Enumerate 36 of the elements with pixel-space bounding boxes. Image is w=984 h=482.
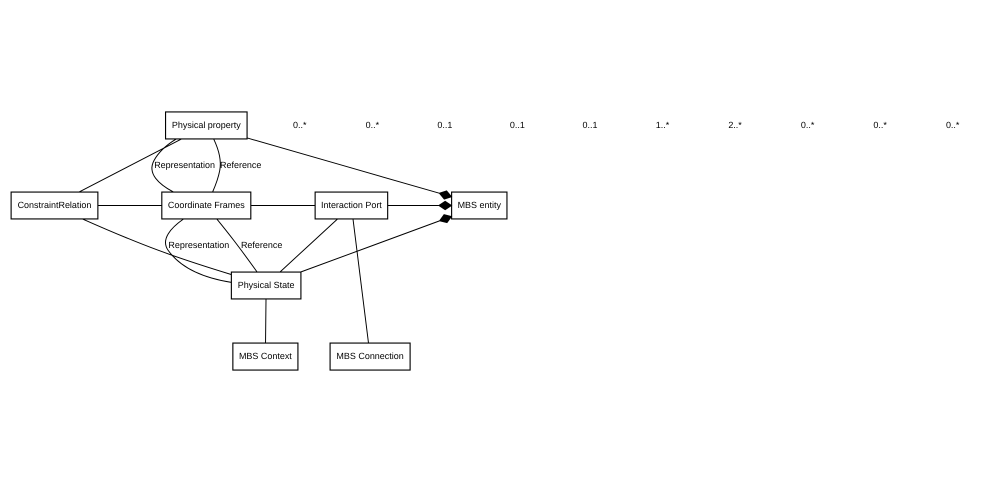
edge-label: Representation xyxy=(168,240,230,250)
label: 0..* xyxy=(800,120,814,130)
node-box: Coordinate Frames xyxy=(161,191,252,220)
edge-label: Reference xyxy=(240,240,282,250)
connector xyxy=(300,214,452,272)
label: 0..* xyxy=(293,120,307,130)
node-box: Interaction Port xyxy=(314,191,388,220)
node-box: MBS entity xyxy=(451,191,508,220)
label: 2..* xyxy=(728,120,742,130)
connector xyxy=(280,218,338,272)
node-box: Physical State xyxy=(230,271,302,300)
connector xyxy=(78,138,182,192)
node-box: Physical property xyxy=(165,111,248,140)
edge-label: Representation xyxy=(154,160,216,170)
connector xyxy=(265,298,266,344)
connector xyxy=(250,204,316,206)
label: 0..1 xyxy=(437,120,452,130)
connector xyxy=(352,218,369,344)
edge-label: Reference xyxy=(220,160,262,170)
connector xyxy=(165,218,232,283)
label: 0..* xyxy=(946,120,960,130)
label: 0..* xyxy=(873,120,887,130)
connector xyxy=(82,218,232,275)
label: 1..* xyxy=(656,120,670,130)
label: 0..1 xyxy=(582,120,598,130)
node-box: MBS Connection xyxy=(330,342,411,371)
node-box: ConstraintRelation xyxy=(10,191,98,220)
connector xyxy=(387,200,452,210)
label: 0..1 xyxy=(510,120,525,130)
connector xyxy=(151,138,177,192)
connector xyxy=(212,138,221,192)
connector xyxy=(246,137,452,200)
label: 0..* xyxy=(366,120,380,130)
connector xyxy=(216,218,258,272)
connector xyxy=(98,204,162,206)
node-box: MBS Context xyxy=(232,342,298,371)
